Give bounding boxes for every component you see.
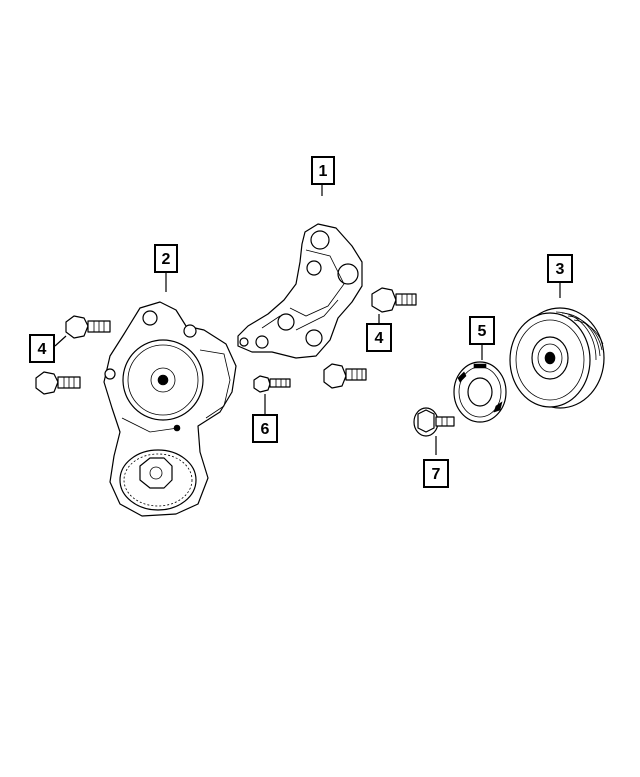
callout-6: 6 [252,414,278,443]
callout-4-right-label: 4 [375,330,384,347]
bolt-part-center[interactable] [323,363,367,389]
bolt-part-right[interactable] [371,287,417,313]
bolt-part-lower-left[interactable] [35,371,81,395]
leader-lines [54,184,561,455]
belt-tensioner-part[interactable] [103,301,237,517]
callout-2: 2 [154,244,178,273]
callout-3: 3 [547,254,573,283]
callout-7-label: 7 [432,466,441,483]
callout-1: 1 [311,156,335,185]
small-bolt-part[interactable] [253,375,291,393]
bolt-part-upper-left[interactable] [65,315,111,339]
callout-1-label: 1 [319,163,328,180]
callout-4-left-label: 4 [38,341,47,358]
callout-7: 7 [423,459,449,488]
idler-pulley-part[interactable] [509,307,605,409]
bracket-part[interactable] [237,223,363,359]
callout-6-label: 6 [261,421,270,438]
leader-line-4a [54,335,67,347]
flange-bolt-part[interactable] [413,407,455,437]
callout-5-label: 5 [478,323,487,340]
callout-4-left: 4 [29,334,55,363]
callout-5: 5 [469,316,495,345]
callout-4-right: 4 [366,323,392,352]
dust-shield-part[interactable] [453,361,507,423]
callout-3-label: 3 [556,261,565,278]
callout-2-label: 2 [162,251,171,268]
